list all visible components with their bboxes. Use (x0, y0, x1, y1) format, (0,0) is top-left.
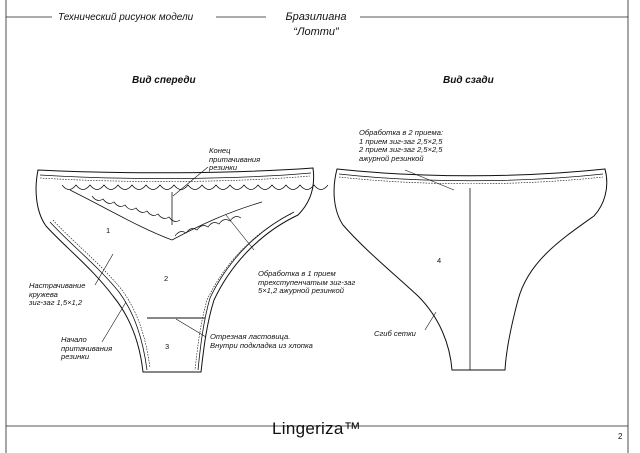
piece-number-4: 4 (437, 256, 442, 265)
lace-panel-diagonal (69, 189, 173, 241)
note-start-elastic: Начало притачивания резинки (61, 335, 113, 362)
brand-logo-text: Lingeriza™ (272, 419, 361, 438)
page-number: 2 (618, 432, 623, 441)
header-tech-drawing: Технический рисунок модели (58, 12, 194, 23)
leader-start-elastic (101, 301, 127, 343)
piece-number-2: 2 (164, 274, 169, 283)
wrap-panel-scallop (174, 216, 242, 237)
front-view-title: Вид спереди (132, 75, 196, 86)
front-view-drawing (35, 167, 329, 373)
note-lace-attach: Настрачивание кружева зиг-заг 1,5×1,2 (29, 281, 86, 308)
note-end-elastic: Конец притачивания резинки (209, 146, 261, 173)
front-leg-elastic-left (49, 221, 148, 371)
note-gusset: Отрезная ластовица. Внутри подкладка из … (210, 332, 313, 350)
front-outline (35, 167, 315, 373)
piece-number-3: 3 (165, 342, 170, 351)
front-waist-elastic (39, 172, 312, 179)
lace-scallop-upper (61, 184, 329, 190)
leader-back-processing (404, 169, 455, 191)
note-mesh-fold: Сгиб сетки (374, 329, 416, 338)
model-name: “Лотти” (293, 26, 339, 38)
model-type: Бразилиана (285, 11, 347, 23)
back-waist-elastic (338, 173, 604, 182)
leader-mesh-fold (424, 311, 437, 331)
piece-number-1: 1 (106, 226, 111, 235)
page-frame (5, 0, 629, 453)
note-back-processing: Обработка в 2 приема: 1 прием зиг-заг 2,… (359, 128, 444, 163)
leader-end-elastic (172, 166, 209, 197)
leader-gusset (175, 318, 207, 338)
front-leg-stitch-right (194, 213, 292, 371)
wrap-panel-edge (171, 201, 263, 241)
note-edge-processing: Обработка в 1 прием трехступенчатым зиг-… (258, 269, 356, 296)
back-view-title: Вид сзади (443, 75, 494, 86)
back-waist-stitch (338, 176, 604, 185)
front-leg-stitch-left (52, 219, 151, 369)
lace-panel-edge (91, 195, 181, 222)
front-waist-stitch (39, 175, 311, 182)
leader-lace-attach (94, 253, 114, 286)
leader-edge-processing (225, 214, 255, 251)
back-view-drawing (333, 168, 608, 371)
leader-lines (94, 166, 455, 343)
back-outline (333, 168, 608, 371)
